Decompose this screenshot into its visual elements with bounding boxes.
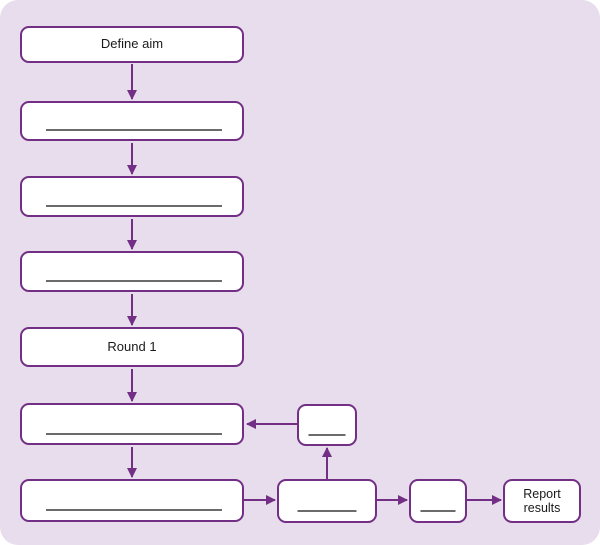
node-blank-step-9 (409, 479, 467, 523)
fill-in-blank-line (46, 129, 222, 131)
fill-in-blank-line (46, 280, 222, 282)
node-blank-feedback (297, 404, 357, 446)
node-round-1: Round 1 (20, 327, 244, 367)
node-blank-step-6 (20, 403, 244, 445)
fill-in-blank-line (46, 205, 222, 207)
node-blank-step-7 (20, 479, 244, 522)
node-blank-step-3 (20, 176, 244, 217)
node-blank-step-4 (20, 251, 244, 292)
fill-in-blank-line (46, 433, 222, 435)
fill-in-blank-line (46, 509, 222, 511)
node-report-results: Report results (503, 479, 581, 523)
fill-in-blank-line (308, 434, 346, 436)
node-report-results-label: Report results (523, 486, 561, 515)
node-blank-step-8 (277, 479, 377, 523)
node-define-aim-label: Define aim (100, 36, 164, 52)
fill-in-blank-line (297, 510, 357, 512)
fill-in-blank-line (420, 510, 456, 512)
node-blank-step-2 (20, 101, 244, 141)
node-round-1-label: Round 1 (107, 338, 157, 354)
node-define-aim: Define aim (20, 26, 244, 63)
